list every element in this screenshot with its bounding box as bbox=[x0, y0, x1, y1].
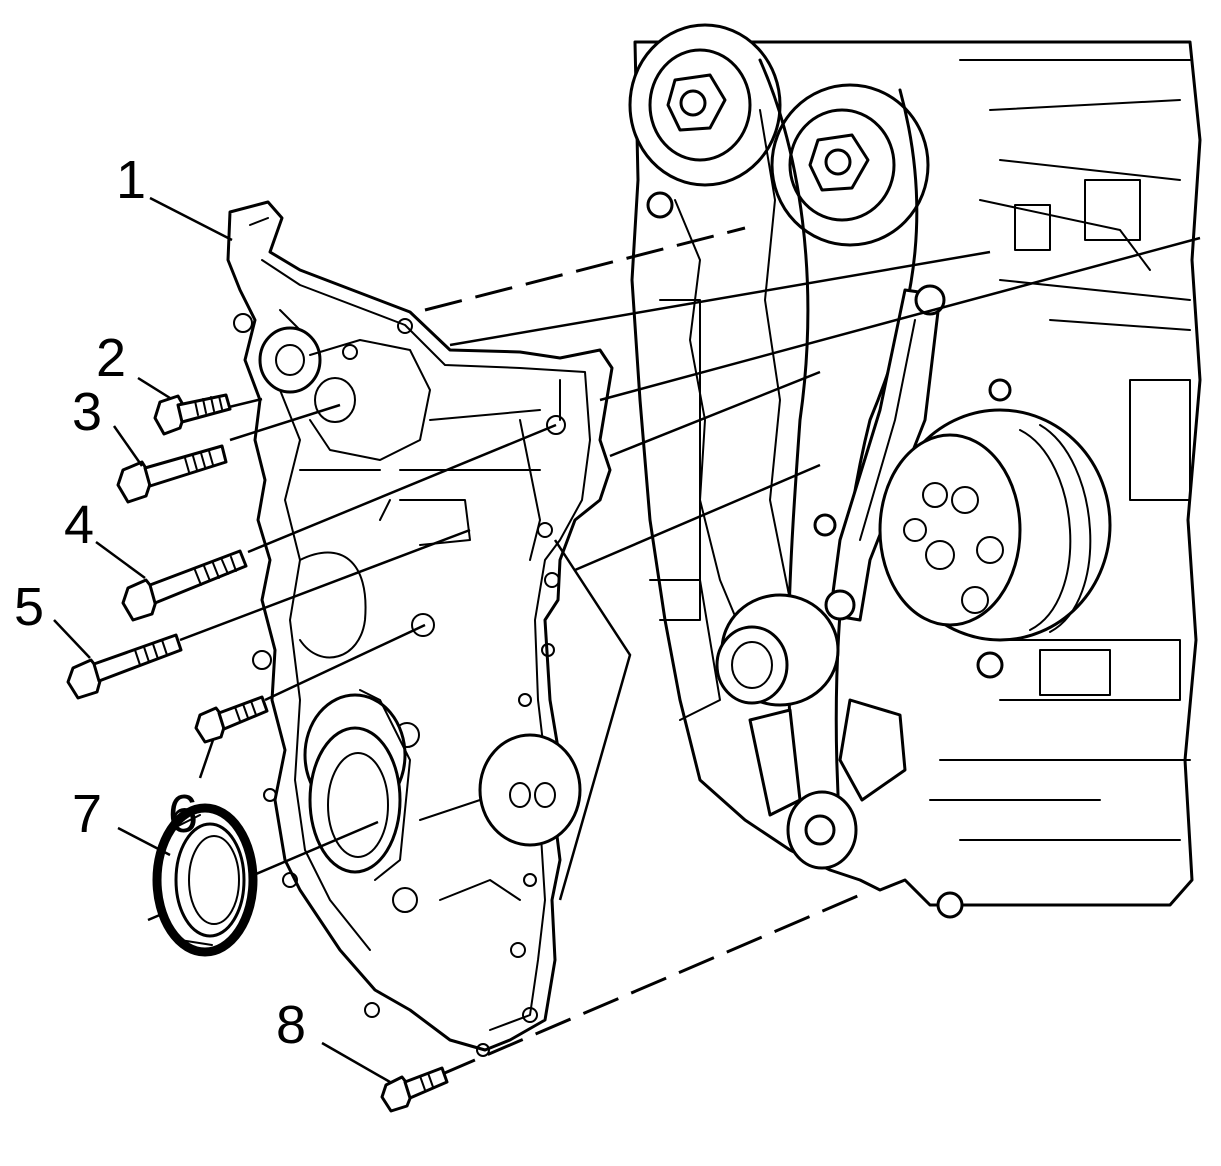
alignment-line-a bbox=[449, 250, 991, 347]
leader-6 bbox=[198, 739, 215, 779]
leader-1 bbox=[149, 196, 233, 242]
leader-7 bbox=[117, 826, 171, 857]
bolt-2 bbox=[153, 393, 232, 436]
callout-1: 1 bbox=[116, 150, 146, 210]
bolt-3 bbox=[116, 444, 228, 504]
alignment-line-8 bbox=[439, 893, 861, 1077]
front-cover bbox=[226, 200, 614, 1057]
leader-3 bbox=[112, 425, 144, 467]
chain-tensioner bbox=[748, 698, 907, 870]
alignment-line-4 bbox=[247, 423, 557, 554]
bolt-4 bbox=[121, 549, 248, 622]
alignment-line-2 bbox=[224, 397, 263, 410]
alignment-line-6 bbox=[264, 623, 426, 702]
alignment-line-4b bbox=[609, 370, 821, 458]
callout-6: 6 bbox=[168, 784, 198, 844]
callout-2: 2 bbox=[96, 328, 126, 388]
alignment-line-1 bbox=[424, 226, 746, 312]
alignment-line-5b bbox=[574, 463, 821, 572]
callout-8: 8 bbox=[276, 995, 306, 1055]
crankshaft-sprocket bbox=[715, 593, 840, 707]
camshaft-sprocket-left bbox=[628, 23, 782, 187]
callout-5: 5 bbox=[14, 577, 44, 637]
callout-7: 7 bbox=[72, 784, 102, 844]
callout-3: 3 bbox=[72, 382, 102, 442]
leader-2 bbox=[137, 376, 171, 400]
callout-4: 4 bbox=[64, 495, 94, 555]
callouts: 1 2 3 4 5 6 7 8 bbox=[14, 150, 306, 1055]
alignment-line-oil-pump bbox=[553, 539, 632, 901]
crankshaft-front-oil-seal bbox=[152, 803, 258, 957]
alignment-line-b bbox=[599, 236, 1201, 402]
leader-5 bbox=[53, 619, 91, 659]
bolt-5 bbox=[66, 633, 183, 700]
bolt-8 bbox=[380, 1066, 449, 1113]
alignment-line-3 bbox=[229, 403, 341, 442]
camshaft-sprocket-right bbox=[770, 83, 930, 247]
leader-4 bbox=[95, 540, 146, 580]
alignment-line-5 bbox=[179, 528, 471, 642]
bolt-6 bbox=[194, 695, 269, 744]
leader-8 bbox=[321, 1041, 391, 1084]
chain-guide bbox=[824, 284, 946, 622]
water-pump-pulley bbox=[878, 408, 1112, 642]
leader-lines bbox=[53, 196, 391, 1084]
